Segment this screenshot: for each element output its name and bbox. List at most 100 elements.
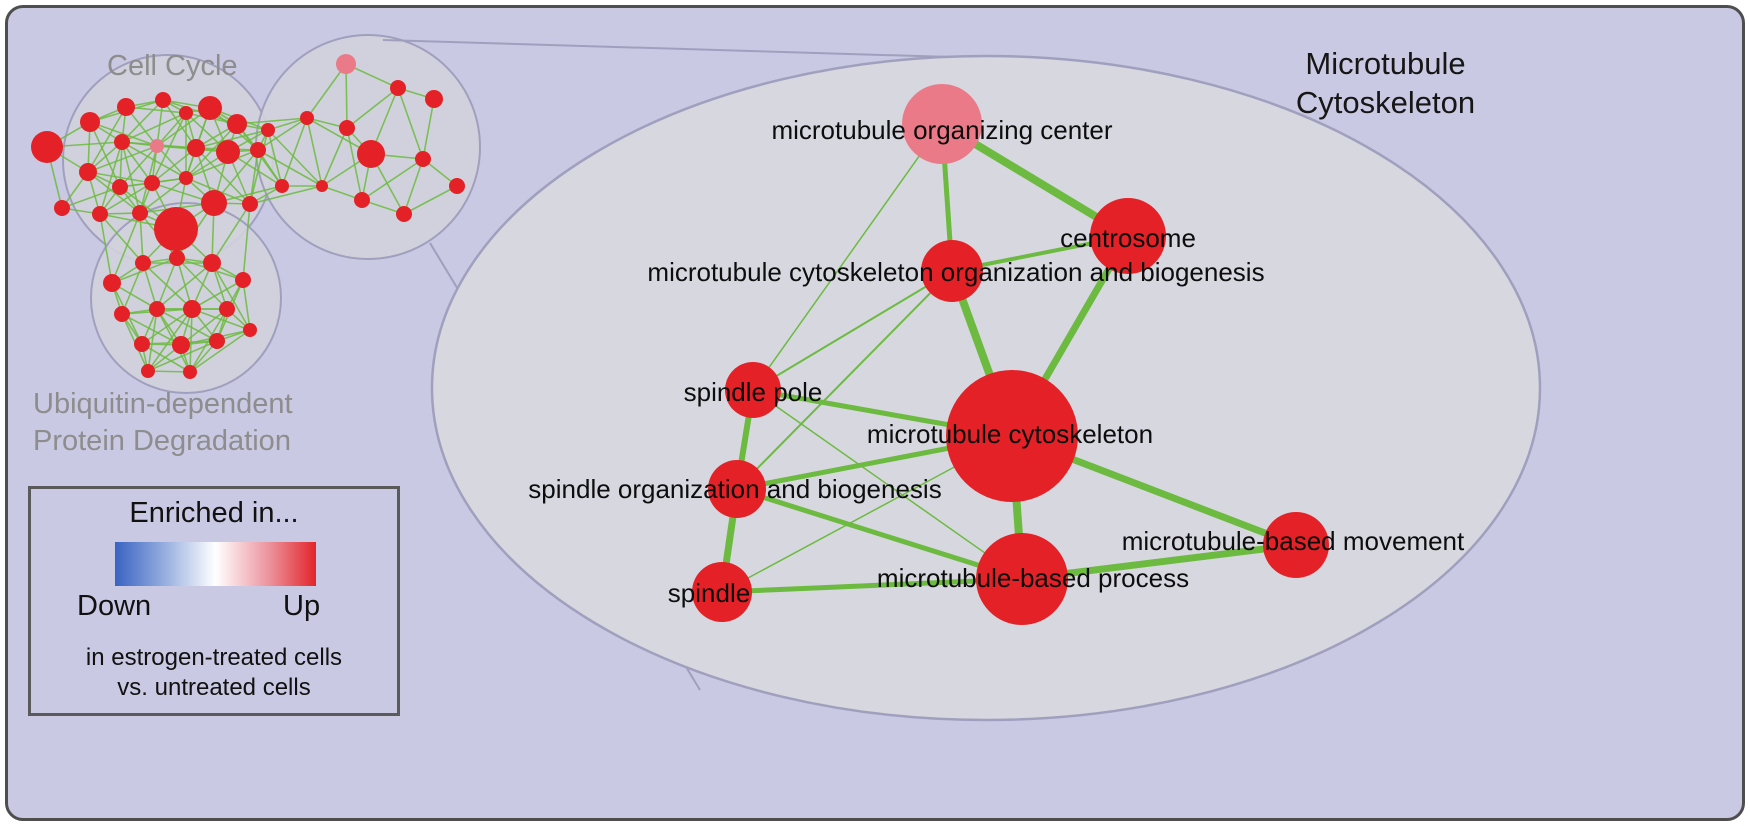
- overview-edge: [189, 308, 228, 373]
- overview-node[interactable]: [250, 142, 266, 158]
- zoom-node-mbp[interactable]: [976, 533, 1068, 625]
- legend: Enriched in... Down Up in estrogen-treat…: [28, 486, 400, 716]
- overview-edge: [111, 212, 141, 284]
- overview-node[interactable]: [449, 178, 465, 194]
- overview-edge: [189, 308, 193, 373]
- overview-node[interactable]: [155, 92, 171, 108]
- overview-node[interactable]: [79, 163, 97, 181]
- zoom-node-mcob[interactable]: [921, 240, 983, 302]
- overview-edge: [267, 129, 283, 187]
- zoom-edge-spl-mbp: [721, 576, 1023, 595]
- overview-node[interactable]: [219, 301, 235, 317]
- overview-node[interactable]: [425, 90, 443, 108]
- zoom-node-sob[interactable]: [708, 460, 766, 518]
- overview-node[interactable]: [415, 151, 431, 167]
- overview-edge: [156, 112, 187, 147]
- overview-node[interactable]: [187, 139, 205, 157]
- overview-node[interactable]: [201, 190, 227, 216]
- overview-node[interactable]: [103, 274, 121, 292]
- overview-node[interactable]: [183, 300, 201, 318]
- overview-node[interactable]: [169, 250, 185, 266]
- overview-edge: [403, 185, 458, 215]
- overview-node[interactable]: [134, 336, 150, 352]
- overview-node[interactable]: [172, 336, 190, 354]
- overview-edge: [306, 63, 347, 119]
- overview-edge: [281, 117, 308, 187]
- overview-node[interactable]: [150, 139, 164, 153]
- overview-node[interactable]: [357, 140, 385, 168]
- overview-edge: [156, 145, 187, 179]
- overview-edge: [211, 262, 251, 331]
- overview-node[interactable]: [154, 207, 198, 251]
- zoom-node-label-sp: spindle pole: [684, 377, 823, 407]
- overview-node[interactable]: [336, 54, 356, 74]
- zoom-node-spl[interactable]: [692, 562, 752, 622]
- overview-node[interactable]: [80, 112, 100, 132]
- overview-edge: [99, 213, 144, 264]
- zoom-node-label-moc: microtubule organizing center: [771, 115, 1112, 145]
- overview-node[interactable]: [198, 96, 222, 120]
- overview-node[interactable]: [339, 120, 355, 136]
- overview-node[interactable]: [149, 301, 165, 317]
- overview-edge: [306, 117, 323, 187]
- overview-node[interactable]: [112, 179, 128, 195]
- zoom-node-cen[interactable]: [1090, 198, 1166, 274]
- overview-node[interactable]: [114, 134, 130, 150]
- overview-node[interactable]: [132, 205, 148, 221]
- overview-node[interactable]: [354, 192, 370, 208]
- overview-node[interactable]: [275, 179, 289, 193]
- overview-edge: [121, 99, 164, 143]
- overview-edge: [151, 112, 187, 184]
- overview-node[interactable]: [216, 140, 240, 164]
- overview-node[interactable]: [54, 200, 70, 216]
- zoom-node-sp[interactable]: [725, 362, 781, 418]
- overview-edge: [191, 279, 244, 310]
- overview-edge: [249, 185, 323, 205]
- overview-node[interactable]: [92, 206, 108, 222]
- overview-node[interactable]: [183, 365, 197, 379]
- overview-node[interactable]: [144, 175, 160, 191]
- overview-node[interactable]: [242, 196, 258, 212]
- overview-edge: [99, 213, 113, 284]
- overview-edge: [87, 171, 153, 184]
- zoom-node-mc[interactable]: [946, 370, 1078, 502]
- overview-node[interactable]: [316, 180, 328, 192]
- zoom-node-mbm[interactable]: [1263, 512, 1329, 578]
- overview-edge: [121, 313, 182, 346]
- overview-edge: [321, 127, 348, 187]
- zoom-node-label-mc: microtubule cytoskeleton: [867, 419, 1153, 449]
- overview-node[interactable]: [179, 171, 193, 185]
- overview-edge: [87, 106, 127, 173]
- cluster-label-microtubule-line2: Cytoskeleton: [1295, 85, 1476, 120]
- zoom-edge-mcob-sob: [736, 270, 953, 490]
- overview-node[interactable]: [117, 98, 135, 116]
- overview-node[interactable]: [243, 323, 257, 337]
- overview-node[interactable]: [31, 131, 63, 163]
- overview-edge: [121, 112, 187, 143]
- cluster-label-ubiquitin-line1: Ubiquitin-dependent: [33, 388, 293, 420]
- overview-edge: [242, 203, 251, 281]
- overview-edge: [99, 182, 153, 215]
- legend-up-label: Up: [283, 590, 321, 622]
- overview-edge: [156, 257, 178, 310]
- overview-node[interactable]: [235, 272, 251, 288]
- overview-node[interactable]: [209, 333, 225, 349]
- overview-node[interactable]: [300, 111, 314, 125]
- overview-node[interactable]: [261, 123, 275, 137]
- overview-edge: [121, 262, 144, 315]
- legend-gradient-bar: [115, 542, 316, 586]
- overview-edge: [121, 141, 153, 184]
- zoom-node-moc[interactable]: [902, 84, 982, 164]
- overview-node[interactable]: [141, 364, 155, 378]
- overview-node[interactable]: [135, 255, 151, 271]
- overview-edge: [87, 145, 158, 173]
- overview-edge: [121, 141, 141, 214]
- overview-node[interactable]: [114, 306, 130, 322]
- overview-node[interactable]: [179, 106, 193, 120]
- overview-edge: [422, 98, 435, 160]
- overview-node[interactable]: [396, 206, 412, 222]
- overview-node[interactable]: [203, 254, 221, 272]
- legend-title: Enriched in...: [129, 497, 299, 529]
- overview-node[interactable]: [390, 80, 406, 96]
- overview-node[interactable]: [227, 114, 247, 134]
